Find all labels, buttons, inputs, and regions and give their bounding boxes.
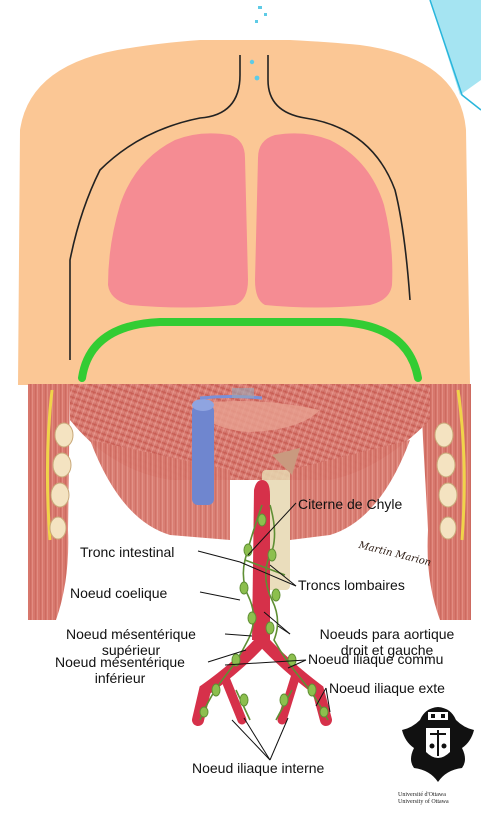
label-noeud-iliaque-externe: Noeud iliaque exte [329, 680, 445, 696]
label-citerne-de-chyle: Citerne de Chyle [298, 496, 402, 512]
label-noeud-mesenterique-superieur-line1: Noeud mésentérique [38, 626, 224, 642]
university-caption-en: University of Ottawa [398, 799, 449, 806]
label-noeud-iliaque-commun: Noeud iliaque commu [308, 651, 443, 667]
university-caption: Université d'Ottawa University of Ottawa [398, 792, 449, 806]
label-noeuds-para-aortique-line1: Noeuds para aortique [296, 626, 478, 642]
vena-cava [192, 405, 214, 505]
label-tronc-intestinal: Tronc intestinal [80, 544, 174, 560]
abdominal-illustration [28, 384, 471, 760]
label-noeud-iliaque-interne: Noeud iliaque interne [192, 760, 324, 776]
label-noeud-mesenterique-inferieur-line1: Noeud mésentérique [32, 654, 208, 670]
label-noeud-mesenterique-inferieur: Noeud mésentérique inférieur [32, 654, 208, 686]
label-noeud-coelique: Noeud coelique [70, 585, 167, 601]
label-troncs-lombaires: Troncs lombaires [298, 577, 405, 593]
university-caption-fr: Université d'Ottawa [398, 792, 449, 799]
label-noeud-mesenterique-inferieur-line2: inférieur [32, 670, 208, 686]
